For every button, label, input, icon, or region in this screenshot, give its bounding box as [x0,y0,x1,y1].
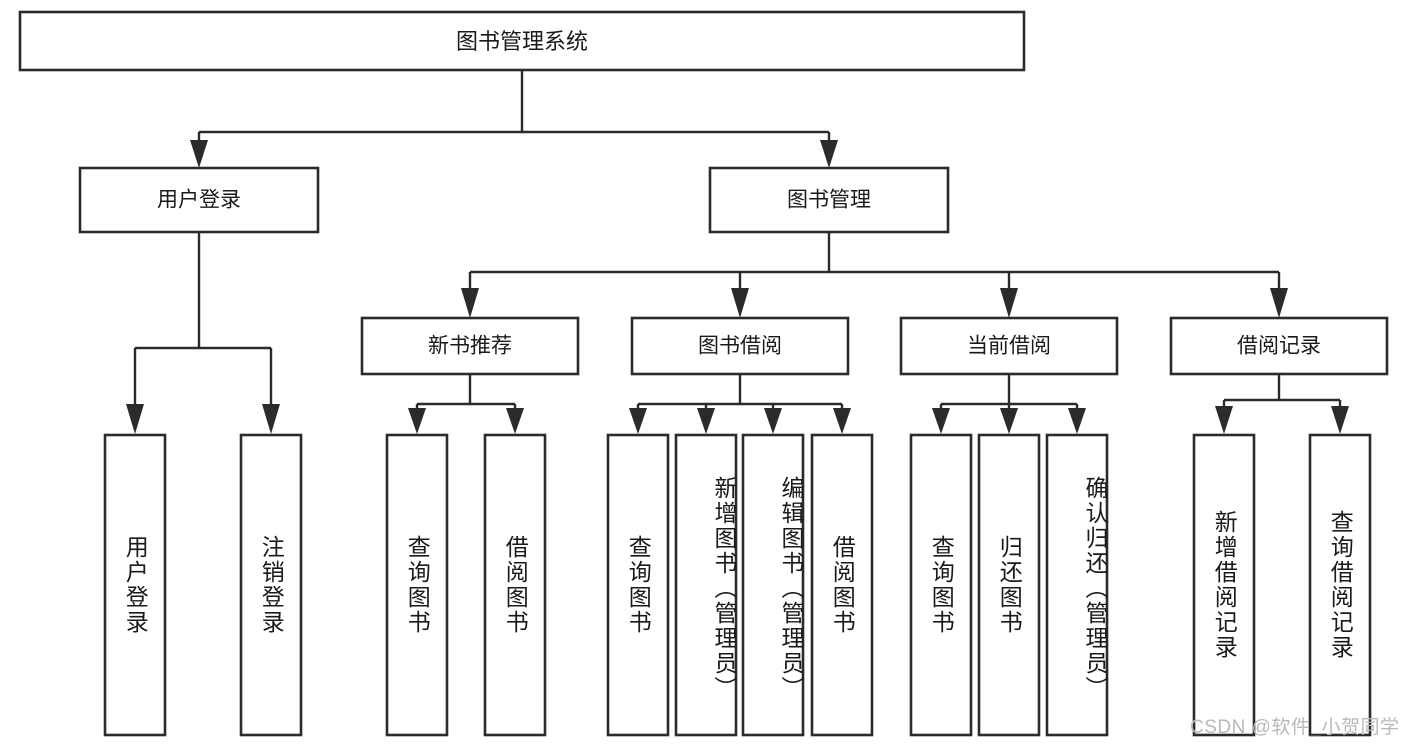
arrow-head-book-manage [820,140,838,168]
node-new-book-rec-label: 新书推荐 [428,335,512,358]
arrow-head-book-borrow [731,288,749,318]
node-user-login-label: 用户登录 [157,189,241,212]
node-book-borrow-box[interactable] [630,316,850,376]
leaf-box-bb-3[interactable] [810,433,874,737]
leaf-box-nbr-1[interactable] [483,433,547,737]
connector-group-new-book-rec [408,374,524,434]
arrow-head-leaf-bb-2 [764,408,782,434]
node-root[interactable]: 图书管理系统 [18,10,1026,72]
connector-group-root [190,70,838,168]
node-new-book-rec-box[interactable] [360,316,580,376]
node-current-borrow[interactable]: 当前借阅 [899,316,1119,376]
arrow-head-leaf-nbr-0 [408,408,426,434]
leaf-group-book-borrow [606,433,874,737]
node-book-manage-box[interactable] [708,166,950,234]
leaf-box-bb-0[interactable] [606,433,670,737]
node-current-borrow-label: 当前借阅 [967,335,1051,358]
leaf-box-bb-1[interactable] [674,433,738,737]
leaf-box-br-1[interactable] [1308,433,1372,737]
node-borrow-record-box[interactable] [1169,316,1389,376]
leaf-group-new-book-rec [385,433,547,737]
leaf-box-user-login-1[interactable] [239,433,303,737]
arrow-head-leaf-bb-0 [629,408,647,434]
node-root-box[interactable] [18,10,1026,72]
arrow-head-leaf-bb-3 [833,408,851,434]
connector-group-book-borrow [629,374,851,434]
node-user-login[interactable]: 用户登录 [78,166,320,234]
node-book-manage-label: 图书管理 [787,189,871,212]
arrow-head-leaf-br-0 [1215,406,1233,434]
connector-group-current-borrow [932,374,1086,434]
leaf-box-nbr-0[interactable] [385,433,449,737]
node-borrow-record-label: 借阅记录 [1237,335,1321,358]
watermark-text: CSDN @软件_小贺同学 [1190,717,1400,738]
arrow-head-user-login [190,140,208,168]
arrow-head-leaf-user-login-0 [126,404,144,434]
arrow-head-current-borrow [1000,288,1018,318]
leaf-box-cb-0[interactable] [909,433,973,737]
arrow-head-leaf-bb-1 [697,408,715,434]
arrow-head-leaf-cb-2 [1068,408,1086,434]
arrow-head-leaf-br-1 [1331,406,1349,434]
node-book-borrow[interactable]: 图书借阅 [630,316,850,376]
node-new-book-rec[interactable]: 新书推荐 [360,316,580,376]
arrow-head-new-book-rec [461,288,479,318]
node-book-manage[interactable]: 图书管理 [708,166,950,234]
leaf-box-cb-2[interactable] [1045,433,1109,737]
leaf-group-user-login [103,433,303,737]
arrow-head-leaf-cb-0 [932,408,950,434]
node-borrow-record[interactable]: 借阅记录 [1169,316,1389,376]
node-book-borrow-label: 图书借阅 [698,335,782,358]
arrow-head-borrow-record [1270,288,1288,318]
leaf-group-borrow-record [1192,433,1372,737]
node-current-borrow-box[interactable] [899,316,1119,376]
leaf-box-user-login-0[interactable] [103,433,167,737]
leaf-box-br-0[interactable] [1192,433,1256,737]
leaf-box-cb-1[interactable] [977,433,1041,737]
node-root-label: 图书管理系统 [456,29,588,54]
arrow-head-leaf-cb-1 [1000,408,1018,434]
leaf-box-bb-2[interactable] [741,433,805,737]
connector-group-borrow-record [1215,374,1349,434]
node-user-login-box[interactable] [78,166,320,234]
connector-group-book-manage [461,232,1288,318]
arrow-head-leaf-user-login-1 [262,404,280,434]
leaf-group-current-borrow [909,433,1109,737]
arrow-head-leaf-nbr-1 [506,408,524,434]
connector-group-user-login [126,232,280,434]
